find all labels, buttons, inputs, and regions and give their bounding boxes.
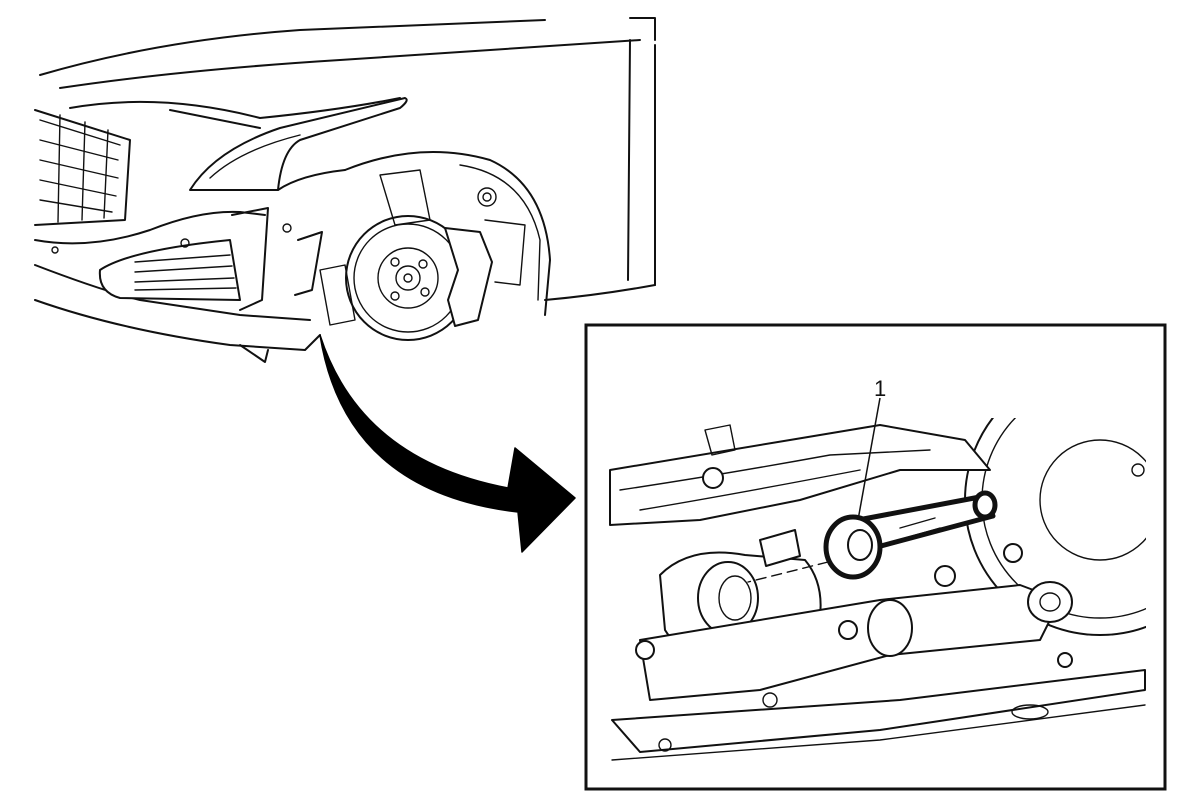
front-grille — [34, 109, 131, 226]
brake-rotor — [345, 215, 471, 341]
callout-leader — [857, 397, 881, 521]
vehicle-overview — [34, 17, 656, 363]
brake-caliper — [444, 227, 493, 327]
lower-intake — [98, 239, 241, 301]
callout-label: 1 — [874, 376, 886, 401]
direction-arrow — [319, 334, 576, 553]
tool-handle — [823, 490, 998, 580]
suspension-detail — [609, 418, 1146, 761]
